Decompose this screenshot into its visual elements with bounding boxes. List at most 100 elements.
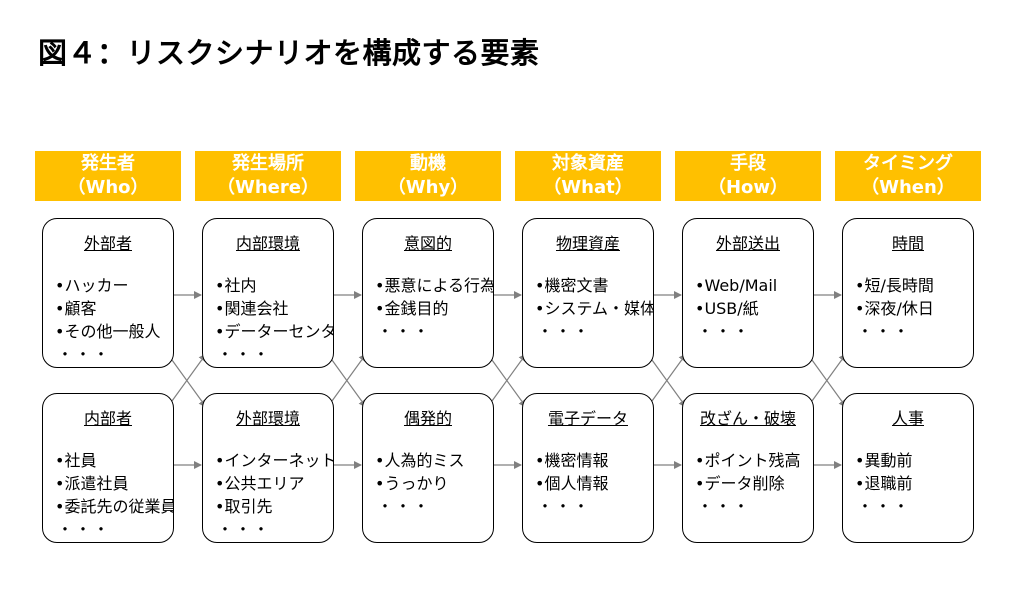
box-tamper-destroy: 改ざん・破壊 ポイント残高 データ削除 ・・・	[682, 393, 814, 543]
box-insider: 内部者 社員 派遣社員 委託先の従業員 ・・・	[42, 393, 174, 543]
list-item: データ削除	[695, 472, 813, 495]
arrow-diagonal-up	[331, 353, 367, 402]
arrow-diagonal-down	[811, 359, 847, 408]
box-items: 短/長時間 深夜/休日 ・・・	[855, 274, 973, 343]
list-item: 委託先の従業員	[55, 495, 173, 518]
list-item: 派遣社員	[55, 472, 173, 495]
arrow-diagonal-down	[491, 359, 527, 408]
header-where: 発生場所 （Where）	[195, 151, 341, 201]
list-item: システム・媒体	[535, 297, 653, 320]
header-who: 発生者 （Who）	[35, 151, 181, 201]
ellipsis: ・・・	[377, 322, 432, 341]
list-item: 短/長時間	[855, 274, 973, 297]
header-how: 手段 （How）	[675, 151, 821, 201]
header-sub: （Where）	[217, 177, 319, 198]
list-item: 個人情報	[535, 472, 653, 495]
ellipsis: ・・・	[857, 497, 912, 516]
arrow-diagonal-down	[651, 359, 687, 408]
box-title: 偶発的	[403, 409, 452, 428]
ellipsis: ・・・	[377, 497, 432, 516]
list-item: ハッカー	[55, 274, 173, 297]
header-label: 対象資産	[552, 153, 624, 174]
list-item: その他一般人	[55, 320, 173, 343]
list-item: 取引先	[215, 495, 333, 518]
ellipsis: ・・・	[697, 497, 752, 516]
ellipsis: ・・・	[57, 345, 112, 364]
header-sub: （Why）	[387, 177, 469, 198]
list-item: 機密情報	[535, 449, 653, 472]
list-item: 異動前	[855, 449, 973, 472]
header-label: 発生場所	[232, 153, 304, 174]
header-label: 手段	[730, 153, 766, 174]
box-items: Web/Mail USB/紙 ・・・	[695, 274, 813, 343]
box-personnel: 人事 異動前 退職前 ・・・	[842, 393, 974, 543]
header-sub: （How）	[707, 177, 789, 198]
box-items: 異動前 退職前 ・・・	[855, 449, 973, 518]
list-item: 深夜/休日	[855, 297, 973, 320]
box-items: ハッカー 顧客 その他一般人 ・・・	[55, 274, 173, 366]
list-item: ポイント残高	[695, 449, 813, 472]
box-time: 時間 短/長時間 深夜/休日 ・・・	[842, 218, 974, 368]
header-label: 発生者	[81, 153, 135, 174]
list-item: 社員	[55, 449, 173, 472]
box-title: 改ざん・破壊	[699, 409, 796, 428]
ellipsis: ・・・	[857, 322, 912, 341]
box-title: 人事	[891, 409, 924, 428]
box-items: 機密文書 システム・媒体 ・・・	[535, 274, 653, 343]
arrow-diagonal-down	[331, 359, 367, 408]
box-physical-asset: 物理資産 機密文書 システム・媒体 ・・・	[522, 218, 654, 368]
arrow-diagonal-up	[651, 353, 687, 402]
page-title: 図４：リスクシナリオを構成する要素	[38, 36, 540, 70]
box-title: 内部者	[83, 409, 132, 428]
list-item: 退職前	[855, 472, 973, 495]
box-external-environment: 外部環境 インターネット 公共エリア 取引先 ・・・	[202, 393, 334, 543]
box-items: 人為的ミス うっかり ・・・	[375, 449, 493, 518]
arrow-diagonal-up	[171, 353, 207, 402]
box-title: 電子データ	[547, 409, 628, 428]
header-label: 動機	[410, 153, 446, 174]
list-item: 金銭目的	[375, 297, 493, 320]
ellipsis: ・・・	[697, 322, 752, 341]
box-items: 機密情報 個人情報 ・・・	[535, 449, 653, 518]
box-title: 物理資産	[555, 234, 620, 253]
arrow-diagonal-up	[811, 353, 847, 402]
box-items: 悪意による行為 金銭目的 ・・・	[375, 274, 493, 343]
header-what: 対象資産 （What）	[515, 151, 661, 201]
list-item: 機密文書	[535, 274, 653, 297]
list-item: 公共エリア	[215, 472, 333, 495]
box-title: 内部環境	[235, 234, 300, 253]
list-item: 関連会社	[215, 297, 333, 320]
box-intentional: 意図的 悪意による行為 金銭目的 ・・・	[362, 218, 494, 368]
list-item: データーセンター	[215, 320, 333, 343]
list-item: 悪意による行為	[375, 274, 493, 297]
box-electronic-data: 電子データ 機密情報 個人情報 ・・・	[522, 393, 654, 543]
list-item: 顧客	[55, 297, 173, 320]
list-item: うっかり	[375, 472, 493, 495]
header-sub: （Who）	[67, 177, 149, 198]
header-sub: （What）	[543, 177, 633, 198]
box-title: 外部環境	[235, 409, 300, 428]
header-when: タイミング （When）	[835, 151, 981, 201]
list-item: インターネット	[215, 449, 333, 472]
list-item: 人為的ミス	[375, 449, 493, 472]
box-internal-environment: 内部環境 社内 関連会社 データーセンター ・・・	[202, 218, 334, 368]
ellipsis: ・・・	[217, 345, 272, 364]
box-items: 社員 派遣社員 委託先の従業員 ・・・	[55, 449, 173, 541]
box-external-send: 外部送出 Web/Mail USB/紙 ・・・	[682, 218, 814, 368]
ellipsis: ・・・	[217, 520, 272, 539]
box-accidental: 偶発的 人為的ミス うっかり ・・・	[362, 393, 494, 543]
box-outsider: 外部者 ハッカー 顧客 その他一般人 ・・・	[42, 218, 174, 368]
header-sub: （When）	[861, 177, 955, 198]
header-label: タイミング	[863, 153, 953, 174]
box-items: ポイント残高 データ削除 ・・・	[695, 449, 813, 518]
box-title: 時間	[891, 234, 924, 253]
list-item: 社内	[215, 274, 333, 297]
list-item: Web/Mail	[695, 274, 813, 297]
box-title: 意図的	[403, 234, 452, 253]
header-why: 動機 （Why）	[355, 151, 501, 201]
ellipsis: ・・・	[537, 322, 592, 341]
box-items: インターネット 公共エリア 取引先 ・・・	[215, 449, 333, 541]
list-item: USB/紙	[695, 297, 813, 320]
ellipsis: ・・・	[57, 520, 112, 539]
